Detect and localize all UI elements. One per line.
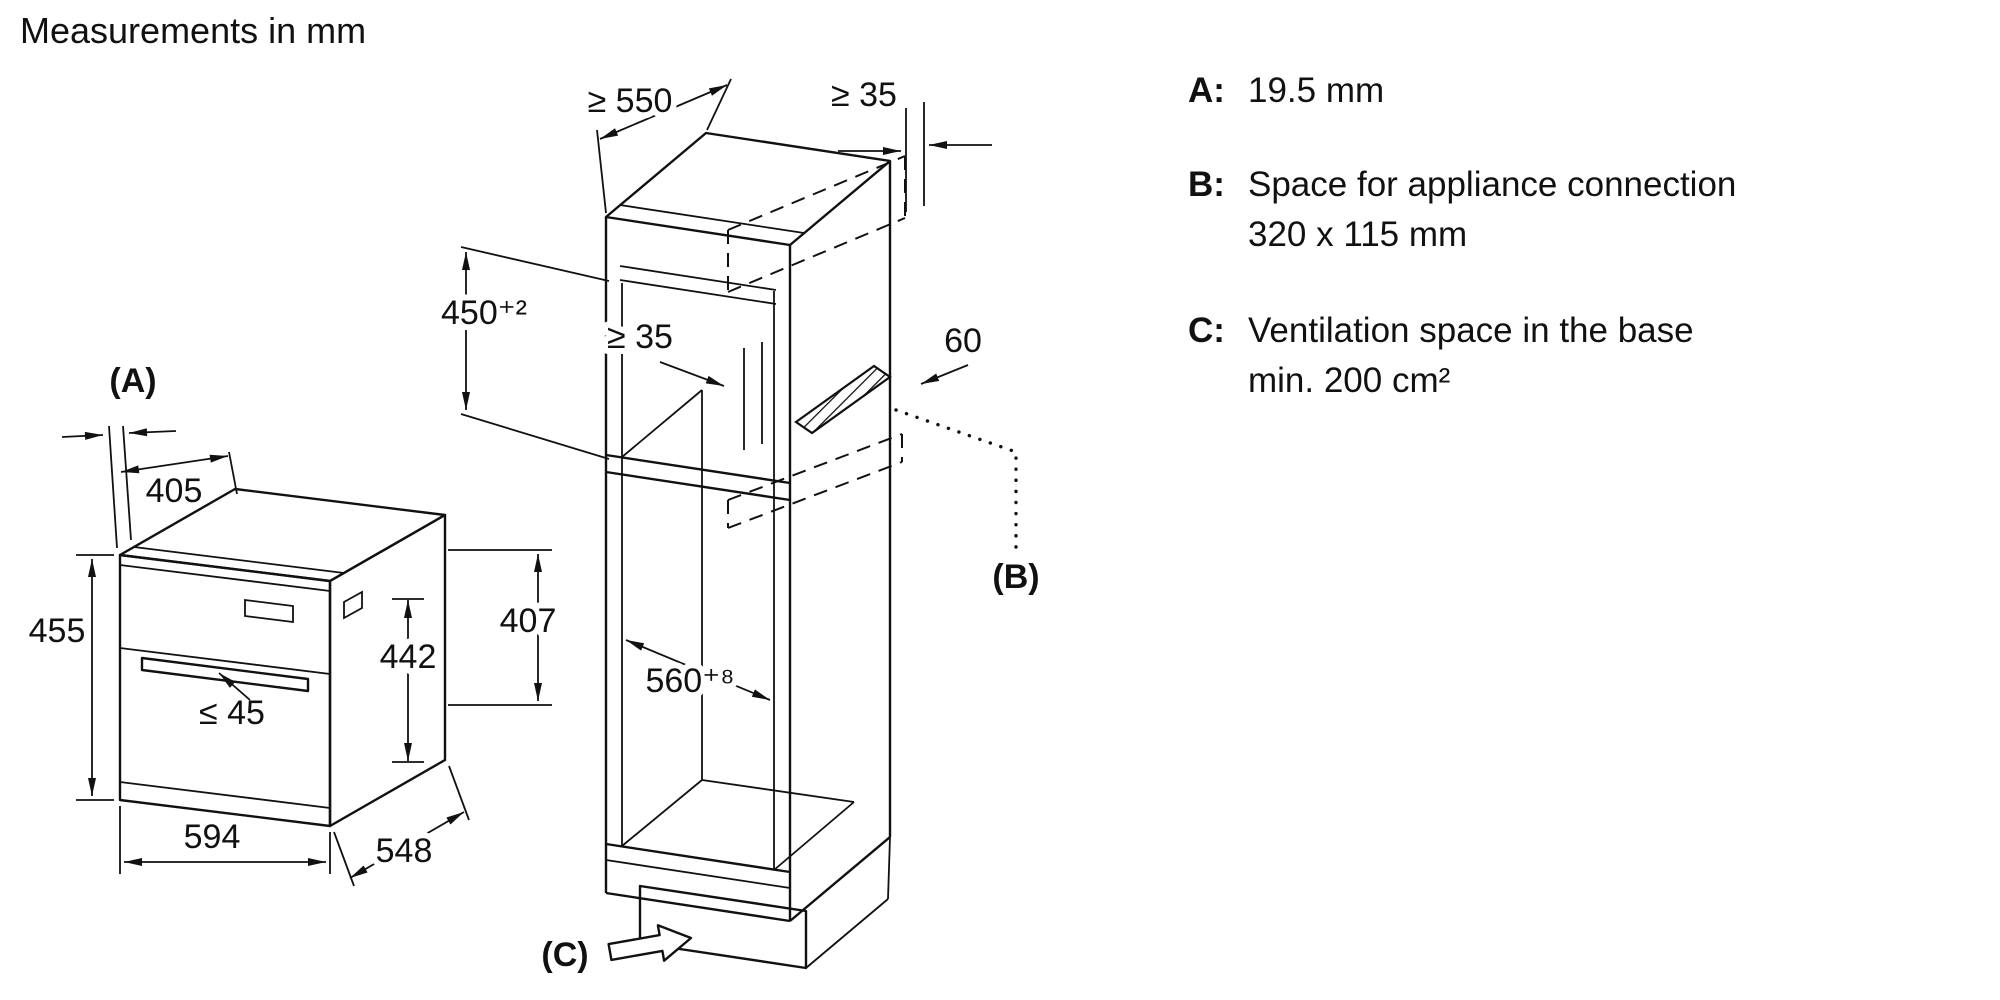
arrow-line bbox=[659, 361, 725, 387]
dim-550: ≥ 550 bbox=[588, 82, 673, 120]
hidden-edge bbox=[727, 155, 906, 231]
bottom-shelf-top-edge bbox=[605, 842, 791, 874]
hidden-edge bbox=[727, 217, 906, 293]
bottom-shelf-bottom-edge bbox=[605, 859, 791, 889]
extension-line bbox=[448, 765, 470, 821]
dimension-line bbox=[625, 639, 771, 701]
legend-item-a: A: 19.5 mm bbox=[1188, 66, 1384, 116]
cabinet-dimensions: ≥ 550 ≥ 35 450⁺² ≥ 35 60 560⁺⁸ (B) (C) bbox=[435, 76, 1040, 974]
shelf-front-top-edge bbox=[605, 453, 791, 485]
ventilation-arrow-icon bbox=[607, 924, 693, 962]
oven-display bbox=[244, 598, 294, 624]
label-c: (C) bbox=[541, 936, 588, 974]
arrow-line bbox=[128, 428, 177, 437]
hidden-edge bbox=[727, 461, 903, 529]
oven-side-face bbox=[328, 513, 447, 828]
extension-line bbox=[228, 451, 238, 495]
legend-item-c: C: Ventilation space in the base min. 20… bbox=[1188, 306, 1694, 405]
plinth-depth-edge bbox=[805, 898, 889, 969]
oven-top-frame-line bbox=[133, 546, 345, 574]
niche-ceiling-line bbox=[619, 265, 777, 291]
dim-594: 594 bbox=[184, 818, 241, 856]
extension-line bbox=[706, 78, 732, 131]
page-title: Measurements in mm bbox=[20, 10, 367, 51]
extension-line bbox=[460, 413, 610, 460]
legend-item-b: B: Space for appliance connection 320 x … bbox=[1188, 160, 1736, 259]
plinth-back-edge bbox=[887, 836, 891, 900]
oven-front-frame-line bbox=[119, 564, 331, 592]
niche-ceiling-line bbox=[619, 279, 777, 305]
arrow-line bbox=[61, 431, 104, 440]
legend-text-b2: 320 x 115 mm bbox=[1248, 214, 1468, 254]
cabinet-bottom-front-edge bbox=[605, 891, 791, 923]
oven-door-bottom-line bbox=[119, 781, 331, 809]
dimension-line bbox=[120, 454, 229, 474]
legend-key-b: B: bbox=[1188, 165, 1225, 204]
cabinet-top-inner-line bbox=[619, 204, 805, 234]
dim-60: 60 bbox=[944, 322, 982, 360]
dim-35-niche: ≥ 35 bbox=[607, 318, 673, 356]
appliance-connection-area bbox=[794, 364, 892, 435]
hidden-edge bbox=[727, 433, 903, 501]
oven-handle bbox=[140, 656, 310, 693]
legend-key-a: A: bbox=[1188, 71, 1225, 110]
dim-548: 548 bbox=[376, 832, 433, 870]
dim-407: 407 bbox=[500, 602, 557, 640]
extension-line bbox=[460, 246, 610, 282]
label-b: (B) bbox=[992, 558, 1039, 596]
oven-side-grip bbox=[343, 590, 363, 620]
dim-450: 450⁺² bbox=[441, 294, 527, 332]
legend-text-a: 19.5 mm bbox=[1248, 71, 1385, 110]
extension-line bbox=[108, 425, 118, 549]
floor-depth-line bbox=[621, 779, 703, 847]
arrow-line bbox=[920, 364, 969, 385]
dim-442: 442 bbox=[380, 638, 437, 676]
dim-35-wall: ≥ 35 bbox=[831, 76, 897, 114]
legend-text-c2: min. 200 cm² bbox=[1248, 360, 1451, 400]
arrow-line bbox=[218, 672, 251, 701]
cabinet-drawing bbox=[604, 102, 1018, 970]
dim-label-a: (A) bbox=[109, 362, 156, 400]
shelf-depth-line bbox=[621, 389, 703, 458]
legend-key-c: C: bbox=[1188, 311, 1225, 350]
extension-line bbox=[122, 425, 132, 541]
cabinet-bottom-depth-edge bbox=[789, 836, 891, 922]
extension-line bbox=[596, 129, 607, 214]
oven-door-top-line bbox=[119, 647, 331, 675]
dimension-line bbox=[599, 84, 728, 140]
dim-560: 560⁺⁸ bbox=[645, 662, 734, 700]
dimension-line bbox=[349, 811, 465, 879]
reference-dotted-line bbox=[894, 408, 1018, 554]
dim-455: 455 bbox=[29, 612, 86, 650]
shelf-front-bottom-edge bbox=[605, 470, 791, 502]
floor-depth-line bbox=[773, 801, 855, 871]
dim-405: 405 bbox=[146, 472, 203, 510]
cabinet-top-face bbox=[604, 131, 892, 247]
legend-text-c1: Ventilation space in the base bbox=[1248, 311, 1694, 350]
dim-45: ≤ 45 bbox=[199, 694, 265, 732]
oven-dimensions: (A) 405 455 442 407 ≤ 45 bbox=[29, 362, 562, 887]
legend-text-b1: Space for appliance connection bbox=[1248, 165, 1737, 204]
floor-back-edge bbox=[701, 779, 855, 803]
